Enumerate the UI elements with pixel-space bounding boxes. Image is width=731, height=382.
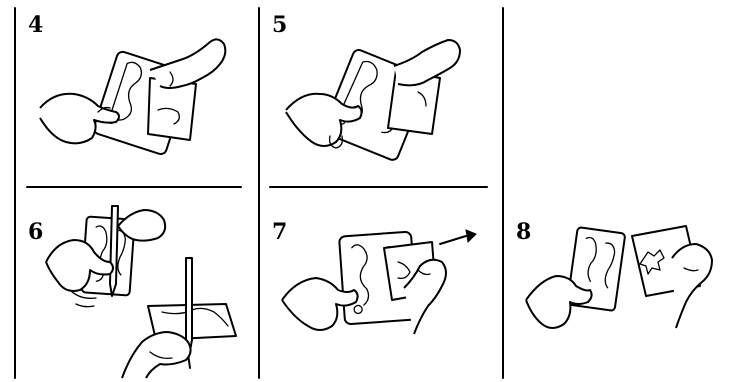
panel-4-illustration (39, 38, 227, 156)
step-number-8: 8 (516, 219, 532, 245)
step-number-6: 6 (28, 219, 44, 245)
panel-7-illustration (281, 229, 477, 335)
hand-icon (121, 331, 192, 379)
hand-icon (403, 258, 447, 335)
step-number-5: 5 (272, 12, 288, 38)
hand-icon (525, 275, 593, 329)
panel-5-illustration (285, 39, 461, 161)
step-number-7: 7 (272, 219, 288, 245)
hand-icon (393, 39, 461, 87)
hand-icon (671, 243, 713, 329)
hand-icon (149, 38, 227, 89)
hand-icon (39, 92, 120, 145)
hand-icon (117, 209, 167, 242)
hand-icon (285, 92, 363, 147)
step-number-4: 4 (28, 12, 44, 38)
hand-icon (281, 277, 359, 331)
arrow-icon (439, 229, 477, 245)
panel-8-illustration (525, 225, 713, 329)
pencil-icon (109, 205, 119, 297)
hand-icon (45, 239, 114, 292)
panel-6-illustration (45, 205, 237, 379)
